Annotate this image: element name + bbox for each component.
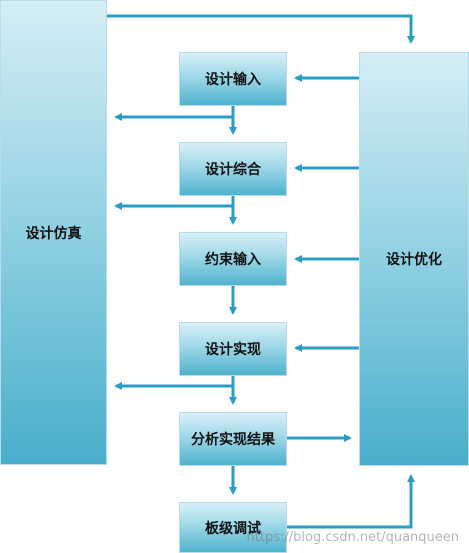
step-constraint-input: 约束输入: [179, 232, 287, 286]
step-label: 板级调试: [205, 520, 261, 537]
design-optimization-label: 设计优化: [386, 252, 442, 268]
step-label: 设计综合: [205, 162, 261, 178]
watermark-text: https://blog.csdn.net/quanqueen: [246, 530, 459, 545]
step-label: 设计输入: [205, 72, 261, 88]
step-label: 设计实现: [205, 342, 261, 358]
step-design-input: 设计输入: [179, 52, 287, 106]
step-board-debug: 板级调试: [179, 502, 287, 553]
step-design-implementation: 设计实现: [179, 322, 287, 376]
step-label: 分析实现结果: [191, 432, 275, 448]
arrow-sim-to-opt: [107, 14, 415, 44]
step-design-synthesis: 设计综合: [179, 142, 287, 196]
design-optimization-panel: 设计优化: [359, 52, 469, 466]
design-simulation-panel: 设计仿真: [0, 0, 107, 465]
arrow-board-to-opt: [287, 474, 415, 529]
design-simulation-label: 设计仿真: [25, 225, 82, 242]
step-label: 约束输入: [205, 252, 261, 268]
step-analyze-results: 分析实现结果: [179, 412, 287, 466]
